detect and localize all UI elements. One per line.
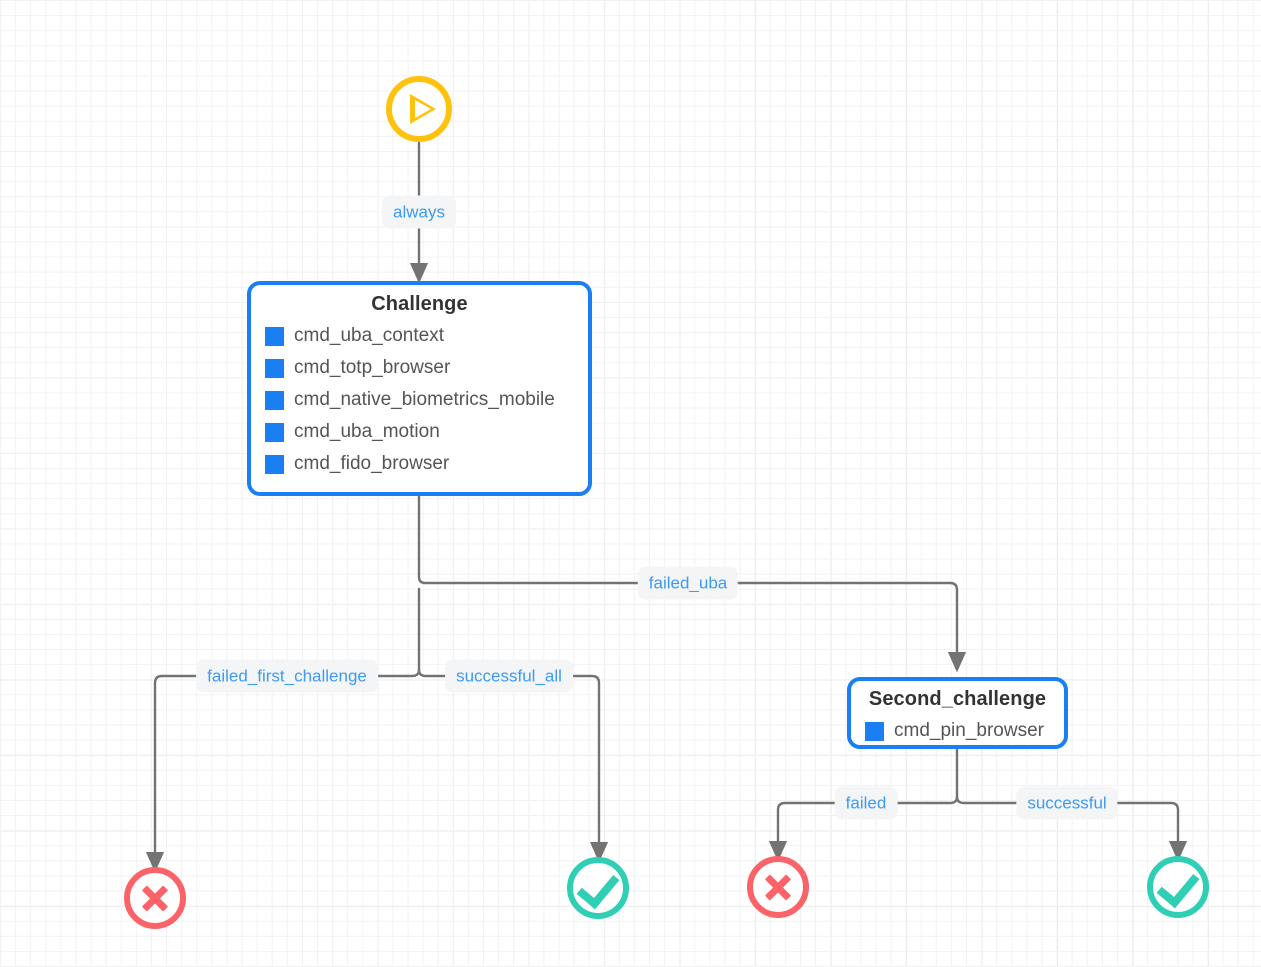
- node-second-challenge-item[interactable]: cmd_pin_browser: [865, 715, 1050, 747]
- check-circle-icon: [576, 864, 620, 910]
- node-challenge-item-label: cmd_totp_browser: [294, 357, 451, 378]
- check-circle-icon: [1156, 863, 1200, 909]
- terminal-success-all[interactable]: [567, 857, 629, 919]
- play-circle-icon: [410, 94, 436, 124]
- node-challenge-title: Challenge: [371, 293, 468, 315]
- node-challenge-item-label: cmd_uba_motion: [294, 421, 440, 442]
- bullet-square-icon: [265, 326, 284, 346]
- edge-label-always[interactable]: always: [382, 195, 456, 229]
- node-challenge[interactable]: Challenge cmd_uba_context cmd_totp_brows…: [247, 281, 592, 496]
- node-challenge-item-label: cmd_fido_browser: [294, 453, 450, 474]
- node-challenge-item-label: cmd_native_biometrics_mobile: [294, 389, 555, 410]
- node-second-challenge[interactable]: Second_challenge cmd_pin_browser: [847, 677, 1068, 749]
- bullet-square-icon: [265, 454, 284, 474]
- node-challenge-item[interactable]: cmd_uba_motion: [265, 416, 574, 448]
- node-challenge-item-label: cmd_uba_context: [294, 325, 444, 346]
- node-second-challenge-title: Second_challenge: [868, 688, 1047, 710]
- node-challenge-item[interactable]: cmd_uba_context: [265, 320, 574, 352]
- node-challenge-item[interactable]: cmd_fido_browser: [265, 448, 574, 480]
- node-challenge-item[interactable]: cmd_totp_browser: [265, 352, 574, 384]
- edge-label-failed-uba[interactable]: failed_uba: [637, 566, 739, 600]
- edge-label-failed-first-challenge[interactable]: failed_first_challenge: [196, 659, 378, 693]
- bullet-square-icon: [265, 390, 284, 410]
- node-second-challenge-item-label: cmd_pin_browser: [894, 720, 1044, 741]
- start-node[interactable]: [386, 76, 452, 142]
- edge-label-failed[interactable]: failed: [834, 786, 898, 820]
- edge-successful-all: [417, 668, 609, 863]
- edge-failed-first-challenge: [145, 668, 421, 873]
- edge-label-successful-all[interactable]: successful_all: [445, 659, 573, 693]
- bullet-square-icon: [265, 358, 284, 378]
- bullet-square-icon: [265, 422, 284, 442]
- edge-label-successful[interactable]: successful: [1016, 786, 1118, 820]
- terminal-fail-second-challenge[interactable]: [747, 856, 809, 918]
- terminal-success-second-challenge[interactable]: [1147, 856, 1209, 918]
- bullet-square-icon: [865, 721, 884, 741]
- node-challenge-item[interactable]: cmd_native_biometrics_mobile: [265, 384, 574, 416]
- terminal-fail-first-challenge[interactable]: [124, 867, 186, 929]
